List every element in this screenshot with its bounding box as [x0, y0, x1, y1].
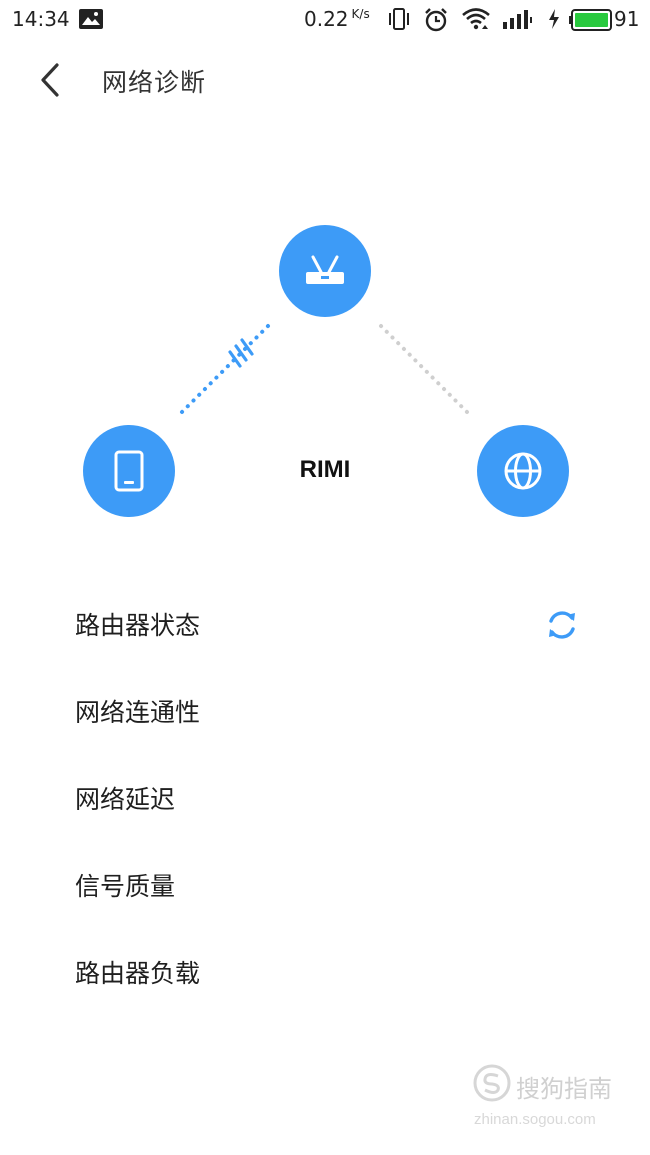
network-name: RIMI [299, 456, 351, 483]
check-label: 信号质量 [75, 872, 176, 901]
wifi-icon [462, 8, 490, 30]
watermark-text: 搜狗指南 [516, 1075, 612, 1103]
gallery-icon [79, 9, 103, 29]
check-item-router-status: 路由器状态 [0, 580, 650, 667]
globe-icon [504, 452, 542, 490]
sogou-logo-icon [473, 1064, 511, 1102]
check-label: 网络连通性 [75, 698, 201, 727]
check-label: 路由器负载 [75, 959, 201, 988]
check-item-signal-quality: 信号质量 [0, 841, 650, 928]
signal-icon [503, 10, 532, 29]
header: 网络诊断 [0, 50, 650, 110]
status-time: 14:34 [12, 7, 70, 31]
connection-links [180, 324, 471, 416]
connection-diagram: RIMI [0, 200, 650, 540]
internet-node [477, 425, 569, 517]
check-label: 网络延迟 [75, 785, 176, 814]
battery-icon [569, 9, 612, 31]
net-speed-value: 0.22 [304, 7, 349, 31]
battery-level: 91 [614, 7, 640, 31]
back-button[interactable] [30, 60, 70, 100]
net-speed-unit: K/s [351, 7, 370, 22]
phone-icon [114, 450, 144, 492]
router-node [279, 225, 371, 317]
router-icon [306, 255, 344, 284]
check-label: 路由器状态 [75, 611, 201, 640]
phone-node [83, 425, 175, 517]
diagnostic-check-list: 路由器状态 网络连通性 网络延迟 信号质量 路由器负载 [0, 580, 650, 1015]
vibrate-icon [389, 8, 409, 30]
watermark-url: zhinan.sogou.com [474, 1111, 596, 1128]
alarm-icon [425, 8, 447, 32]
watermark: 搜狗指南 zhinan.sogou.com [472, 1063, 642, 1133]
phone-router-link [180, 324, 270, 414]
check-item-router-load: 路由器负载 [0, 928, 650, 1015]
refresh-icon [549, 611, 575, 639]
charging-icon [549, 9, 559, 29]
page-title: 网络诊断 [102, 68, 207, 97]
check-item-latency: 网络延迟 [0, 754, 650, 841]
router-internet-link [379, 324, 471, 416]
chevron-left-icon [41, 63, 59, 97]
check-item-connectivity: 网络连通性 [0, 667, 650, 754]
signal-wave-marks [228, 338, 254, 368]
